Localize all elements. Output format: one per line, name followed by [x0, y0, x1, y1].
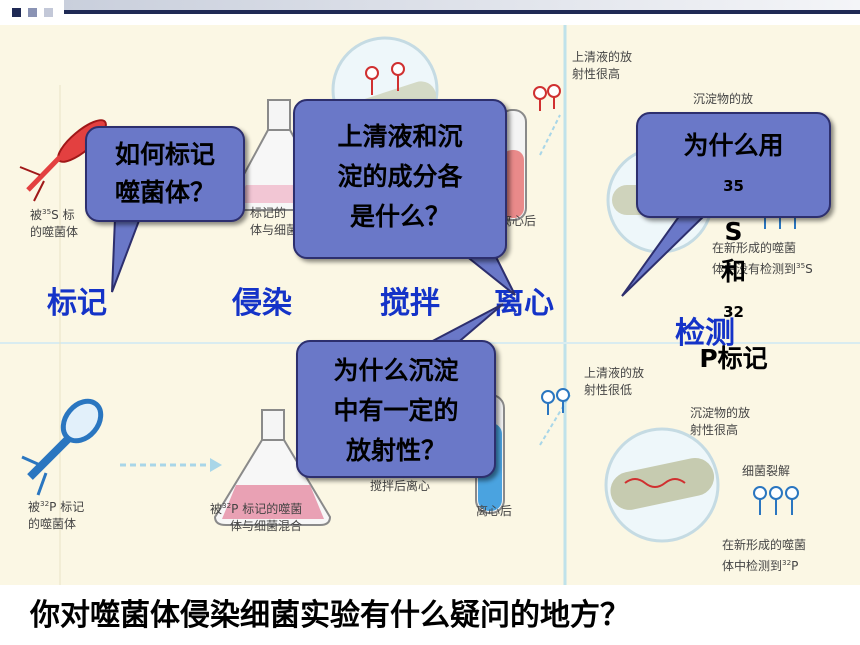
lysis-label: 细菌裂解 [742, 464, 791, 478]
step-infect: 侵染 [232, 286, 292, 321]
supernatant-phages-bottom [541, 388, 570, 415]
supernatant-bottom-label: 上清液的放射性很低 [584, 366, 645, 397]
question-text: 你对噬菌体侵染细菌实验有什么疑问的地方？ [30, 598, 630, 633]
step-label: 标记 [47, 286, 107, 321]
flask-bottom-caption: 被32P 标记的噬菌体与细菌混合 [210, 501, 303, 533]
header-gradient [64, 0, 860, 10]
callout-supernatant-line3: 是什么？ [349, 202, 450, 231]
slide-header-bar [0, 0, 860, 22]
callout-supernatant-line1: 上清液和沉 [337, 122, 463, 151]
callout-supernatant-line2: 淀的成分各 [337, 162, 463, 191]
callout-sediment-line3: 放射性？ [345, 436, 446, 465]
header-line [64, 10, 860, 14]
step-detect: 检测 [675, 316, 735, 351]
callout-how-label-line1: 如何标记 [114, 140, 215, 169]
tube-bottom-caption: 离心后 [476, 504, 513, 518]
bacterium-circle-bottom [604, 427, 720, 543]
callout-how-label: 如何标记 噬菌体？ [85, 126, 245, 222]
callout-sediment: 为什么沉淀 中有一定的 放射性？ [296, 340, 496, 478]
stir-caption: 搅拌后离心 [370, 479, 431, 493]
phage-35s-caption: 被35S 标的噬菌体 [30, 207, 79, 239]
callout-sediment-line2: 中有一定的 [333, 396, 459, 425]
step-stir: 搅拌 [380, 286, 440, 321]
sediment-top-label: 沉淀物的放 [693, 92, 754, 106]
callout-sediment-line1: 为什么沉淀 [333, 356, 459, 385]
phage-32p-caption: 被32P 标记的噬菌体 [28, 499, 85, 531]
flask-bottom [213, 409, 332, 526]
header-square-2 [28, 8, 37, 17]
result-top-caption: 在新形成的噬菌体中没有检测到35S [712, 241, 813, 276]
phage-32p-icon [21, 398, 104, 496]
supernatant-phages-top [533, 84, 561, 111]
offspring-phages-bottom [753, 486, 799, 515]
callout-how-label-line2: 噬菌体？ [114, 178, 215, 207]
header-square-1 [12, 8, 21, 17]
header-square-3 [44, 8, 53, 17]
tube-top-caption: 离心后 [500, 214, 537, 228]
step-centrifuge: 离心 [494, 286, 554, 321]
result-bottom-caption: 在新形成的噬菌体中检测到32P [722, 538, 807, 573]
sediment-bottom-label: 沉淀物的放射性很高 [690, 406, 751, 437]
callout-supernatant: 上清液和沉 淀的成分各 是什么？ [293, 99, 507, 259]
supernatant-top-label: 上清液的放射性很高 [572, 50, 633, 81]
